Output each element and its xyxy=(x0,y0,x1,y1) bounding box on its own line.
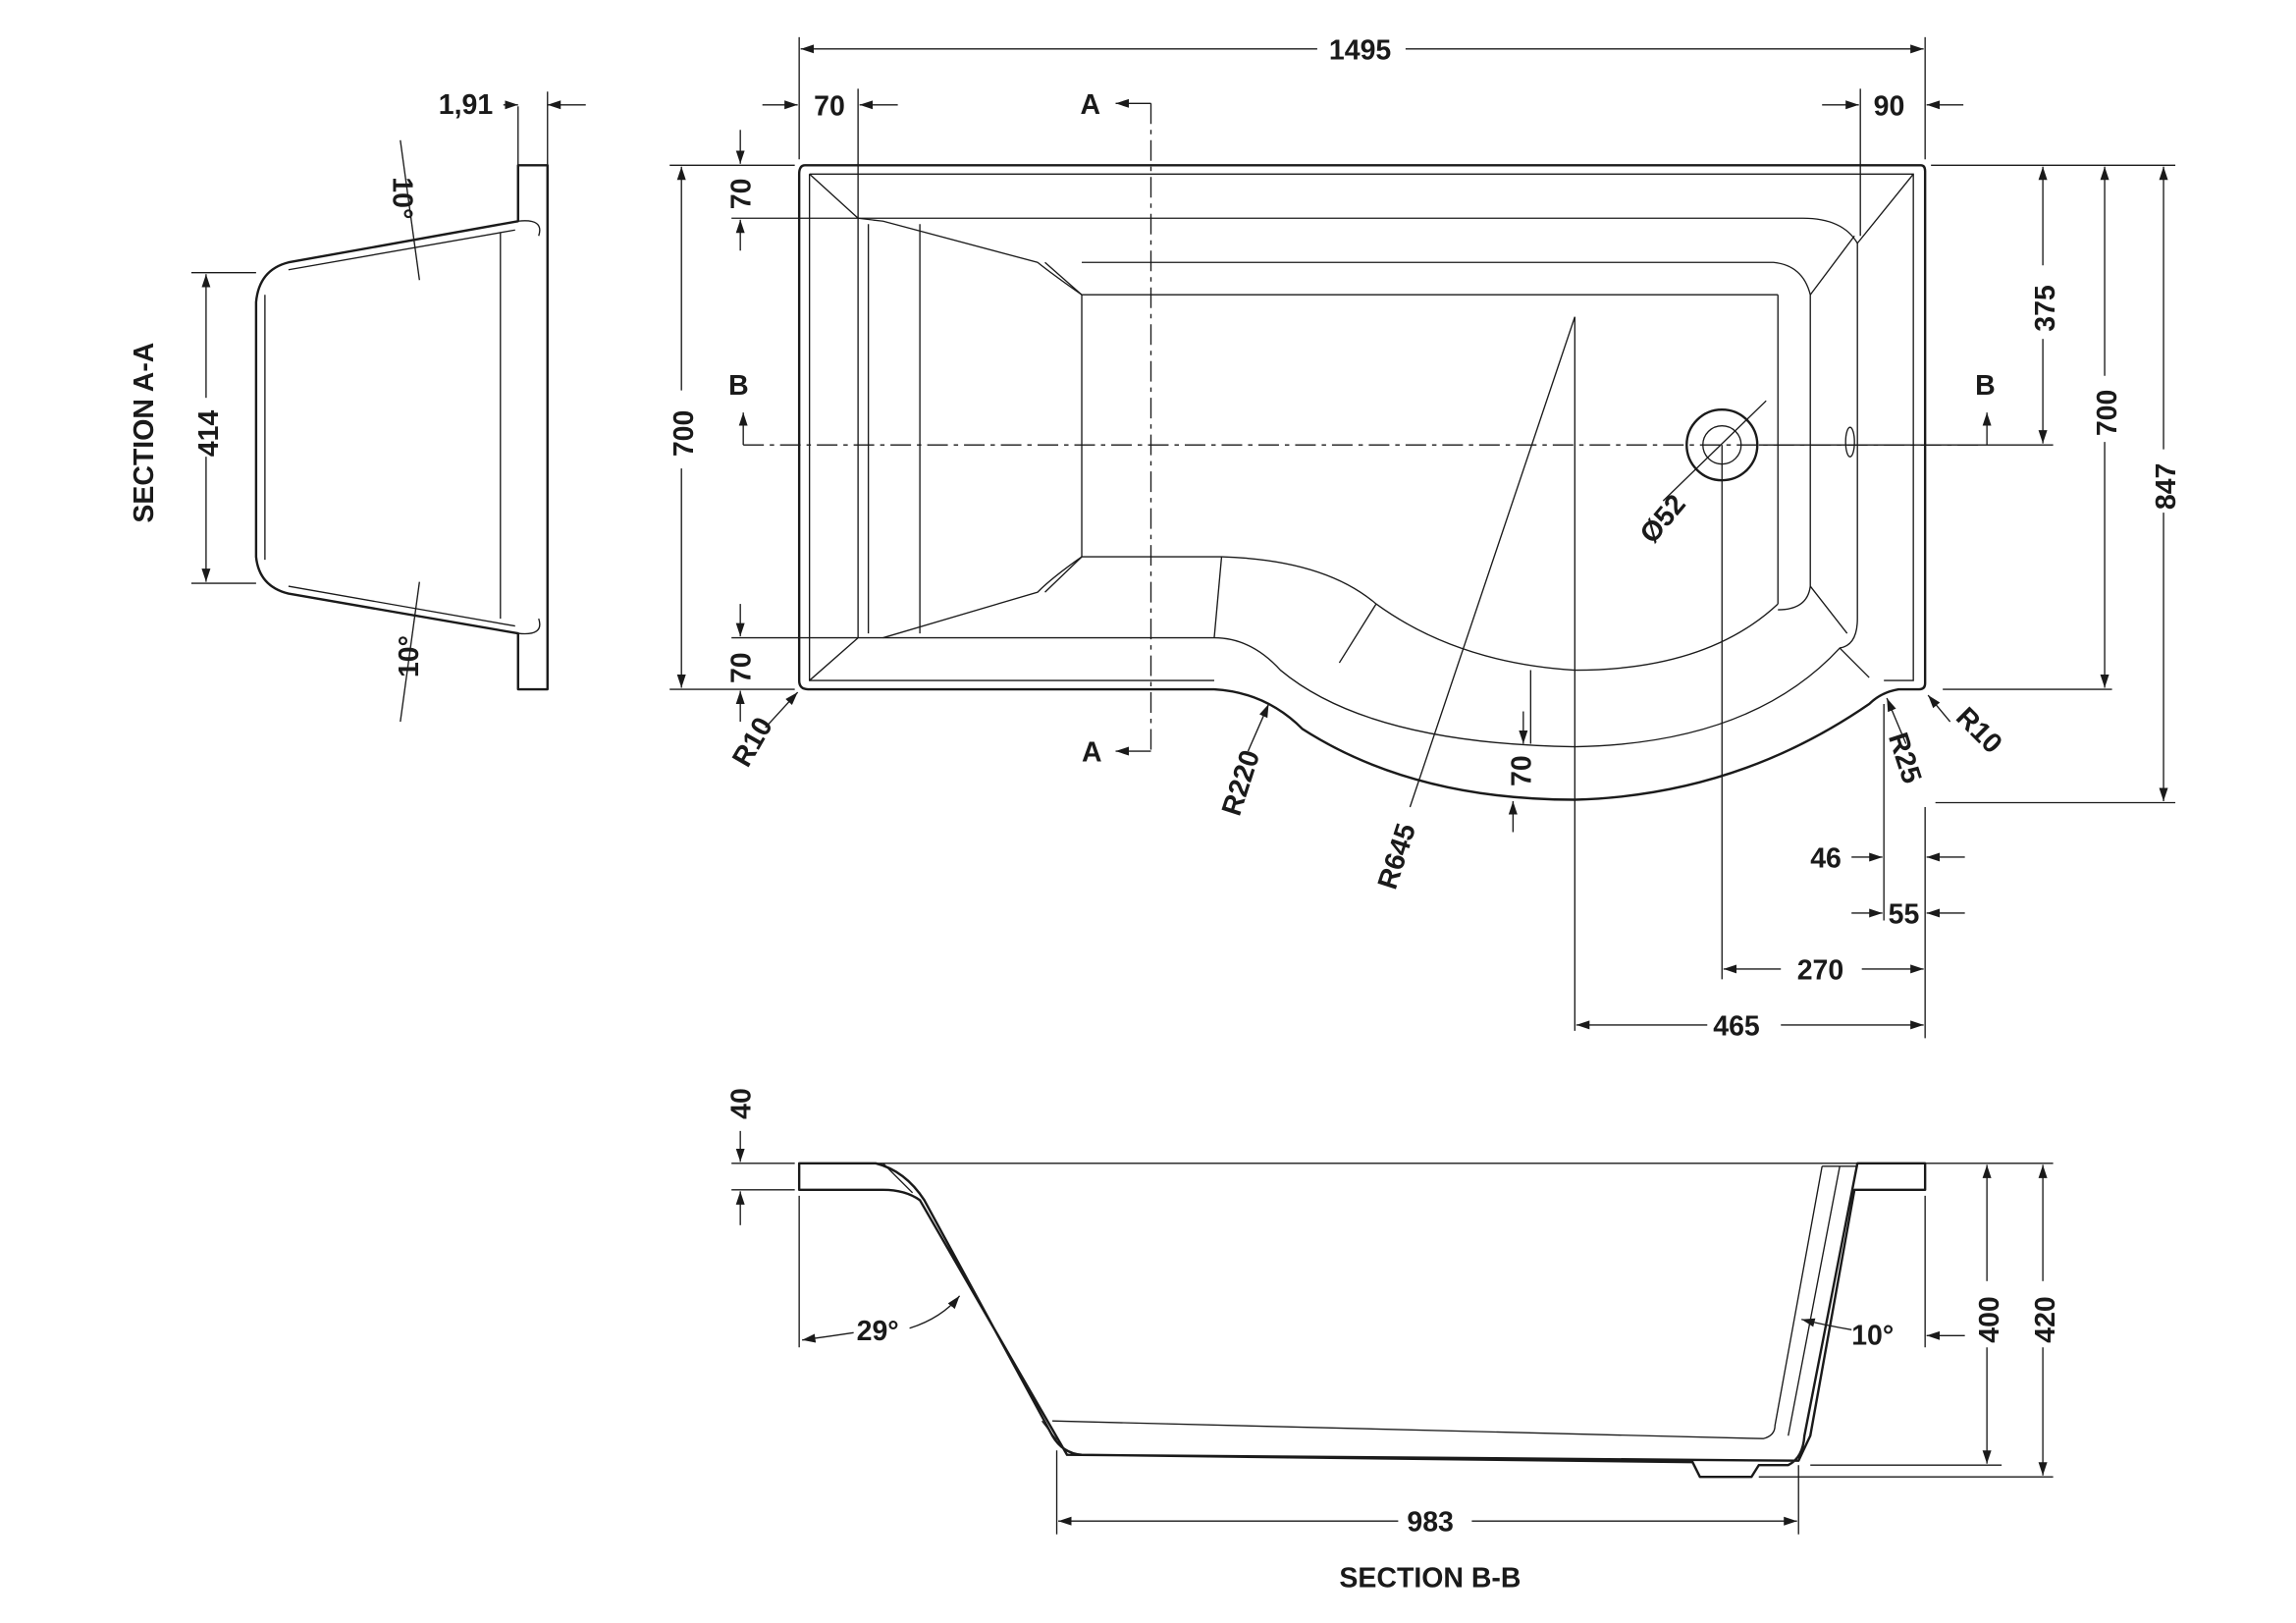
dim-overall-height: 420 xyxy=(2030,1296,2061,1342)
plan-view: A A B B 1495 70 90 700 70 70 xyxy=(668,34,2182,1042)
section-bb-view: 40 29° 10° 400 420 983 SECTION B-B xyxy=(726,1088,2061,1594)
dim-bow-rim: 70 xyxy=(1506,755,1537,786)
dim-angle-top: 10° xyxy=(386,177,417,219)
dim-base-length: 983 xyxy=(1407,1507,1453,1539)
dim-radius-bow: R645 xyxy=(1372,820,1423,893)
dim-angle-left: 29° xyxy=(857,1316,899,1347)
section-aa-view: 1,91 10° 10° 414 SECTION A-A xyxy=(129,89,586,723)
dim-offset-55: 55 xyxy=(1889,898,1920,930)
section-aa-title: SECTION A-A xyxy=(129,343,160,523)
dim-rim-thickness: 1,91 xyxy=(439,89,494,121)
section-marker-a-bottom: A xyxy=(1082,737,1102,769)
dim-bow-center-to-end: 465 xyxy=(1713,1010,1760,1042)
dim-radius-right-corner: R10 xyxy=(1949,701,2008,760)
dim-rim-height: 40 xyxy=(726,1088,758,1119)
dim-radius-right-inner: R25 xyxy=(1882,729,1928,787)
overflow-outlet xyxy=(1844,426,1855,458)
dim-angle-bottom: 10° xyxy=(394,635,425,677)
dim-overall-length: 1495 xyxy=(1329,34,1391,66)
dim-offset-46: 46 xyxy=(1810,842,1842,874)
dim-left-rim: 70 xyxy=(814,90,845,122)
dim-overall-width: 847 xyxy=(2151,463,2182,511)
dim-bottom-rim-width: 70 xyxy=(726,652,758,683)
section-marker-b-left: B xyxy=(728,370,749,402)
dim-width-right: 700 xyxy=(2092,390,2123,437)
section-marker-a-top: A xyxy=(1081,89,1101,121)
dim-depth: 414 xyxy=(193,409,225,457)
dim-radius-inner-curve: R220 xyxy=(1216,746,1266,820)
dim-waste-diameter: Ø52 xyxy=(1634,489,1692,550)
section-bb-title: SECTION B-B xyxy=(1339,1563,1521,1595)
dim-top-rim-width: 70 xyxy=(726,179,758,210)
dim-waste-to-end: 270 xyxy=(1797,954,1844,986)
dim-angle-right: 10° xyxy=(1851,1320,1894,1351)
dim-waste-offset: 375 xyxy=(2030,285,2061,332)
dim-inner-height: 400 xyxy=(1974,1296,2005,1342)
section-marker-b-right: B xyxy=(1975,370,1996,402)
dim-right-rim: 90 xyxy=(1874,90,1905,122)
dim-width-left: 700 xyxy=(668,410,700,458)
